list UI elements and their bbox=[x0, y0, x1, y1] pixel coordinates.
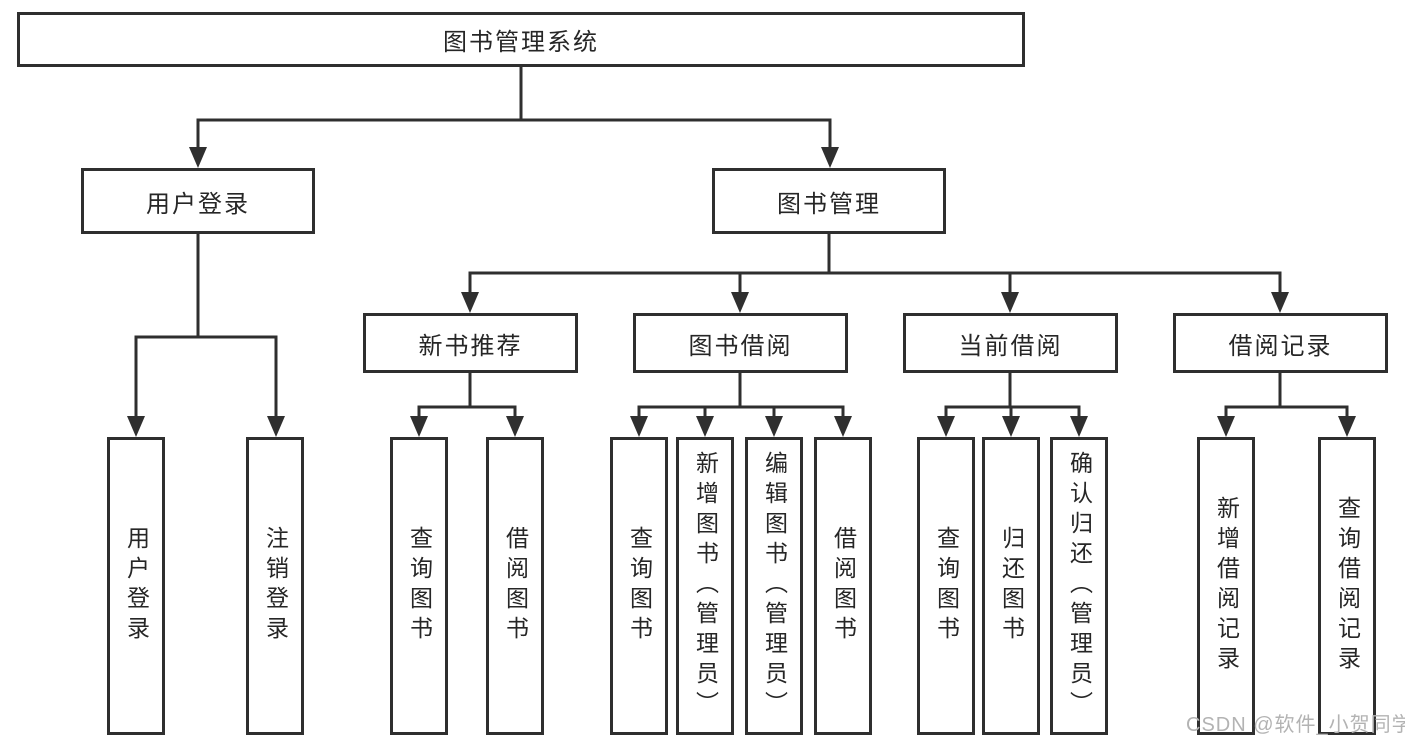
connector-borrow-to-leaves bbox=[637, 373, 845, 418]
node-user-login: 用户登录 bbox=[81, 168, 315, 234]
connector-current-to-leaves bbox=[944, 373, 1081, 418]
arrow-down-icon bbox=[630, 416, 648, 437]
leaf-add-books-admin: 新增图书（管理员） bbox=[676, 437, 734, 735]
arrow-down-icon bbox=[731, 292, 749, 313]
arrow-down-icon bbox=[821, 147, 839, 168]
leaf-label: 用户登录 bbox=[123, 526, 150, 646]
node-label: 新书推荐 bbox=[418, 332, 523, 360]
leaf-user-login: 用户登录 bbox=[107, 437, 165, 735]
arrow-down-icon bbox=[1001, 292, 1019, 313]
arrow-down-icon bbox=[1271, 292, 1289, 313]
connector-records-to-leaves bbox=[1224, 373, 1349, 418]
leaf-label: 归还图书 bbox=[998, 526, 1025, 646]
leaf-label: 新增借阅记录 bbox=[1213, 496, 1240, 676]
arrow-down-icon bbox=[1338, 416, 1356, 437]
leaf-label: 查询图书 bbox=[933, 526, 960, 646]
node-label: 图书管理系统 bbox=[443, 29, 599, 56]
arrow-down-icon bbox=[506, 416, 524, 437]
leaf-label: 注销登录 bbox=[262, 526, 289, 646]
leaf-edit-books-admin: 编辑图书（管理员） bbox=[745, 437, 803, 735]
connector-mgmt-to-level3 bbox=[468, 233, 1282, 294]
leaf-logout: 注销登录 bbox=[246, 437, 304, 735]
arrow-down-icon bbox=[1002, 416, 1020, 437]
connector-login-to-leaves bbox=[134, 233, 278, 418]
leaf-return-books: 归还图书 bbox=[982, 437, 1040, 735]
node-label: 图书管理 bbox=[777, 190, 881, 218]
leaf-label: 借阅图书 bbox=[502, 526, 529, 646]
leaf-confirm-return-admin: 确认归还（管理员） bbox=[1050, 437, 1108, 735]
arrow-down-icon bbox=[1217, 416, 1235, 437]
arrowheads bbox=[127, 147, 1356, 437]
arrow-down-icon bbox=[461, 292, 479, 313]
leaf-query-books-current: 查询图书 bbox=[917, 437, 975, 735]
arrow-down-icon bbox=[1070, 416, 1088, 437]
leaf-query-books-recommend: 查询图书 bbox=[390, 437, 448, 735]
leaf-label: 借阅图书 bbox=[830, 526, 857, 646]
node-label: 用户登录 bbox=[146, 190, 250, 218]
arrow-down-icon bbox=[696, 416, 714, 437]
leaf-label: 查询图书 bbox=[406, 526, 433, 646]
node-borrow-records: 借阅记录 bbox=[1173, 313, 1388, 373]
leaf-borrow-books: 借阅图书 bbox=[814, 437, 872, 735]
node-library-management-system: 图书管理系统 bbox=[17, 12, 1025, 67]
node-new-book-recommend: 新书推荐 bbox=[363, 313, 578, 373]
csdn-watermark: CSDN @软件_小贺同学 bbox=[1186, 714, 1405, 736]
arrow-down-icon bbox=[189, 147, 207, 168]
connector-root-to-level2 bbox=[196, 66, 832, 150]
leaf-borrow-books-recommend: 借阅图书 bbox=[486, 437, 544, 735]
arrow-down-icon bbox=[765, 416, 783, 437]
leaf-query-borrow-record: 查询借阅记录 bbox=[1318, 437, 1376, 735]
node-book-borrow: 图书借阅 bbox=[633, 313, 848, 373]
arrow-down-icon bbox=[834, 416, 852, 437]
arrow-down-icon bbox=[127, 416, 145, 437]
arrow-down-icon bbox=[410, 416, 428, 437]
leaf-label: 确认归还（管理员） bbox=[1066, 451, 1093, 721]
arrow-down-icon bbox=[267, 416, 285, 437]
leaf-label: 查询图书 bbox=[626, 526, 653, 646]
leaf-label: 新增图书（管理员） bbox=[692, 451, 719, 721]
node-current-borrow: 当前借阅 bbox=[903, 313, 1118, 373]
leaf-add-borrow-record: 新增借阅记录 bbox=[1197, 437, 1255, 735]
node-label: 借阅记录 bbox=[1228, 332, 1333, 360]
leaf-label: 查询借阅记录 bbox=[1334, 496, 1361, 676]
node-label: 当前借阅 bbox=[958, 332, 1063, 360]
leaf-query-books-borrow: 查询图书 bbox=[610, 437, 668, 735]
leaf-label: 编辑图书（管理员） bbox=[761, 451, 788, 721]
connector-recommend-to-leaves bbox=[417, 373, 517, 418]
arrow-down-icon bbox=[937, 416, 955, 437]
node-book-management: 图书管理 bbox=[712, 168, 946, 234]
node-label: 图书借阅 bbox=[688, 332, 793, 360]
